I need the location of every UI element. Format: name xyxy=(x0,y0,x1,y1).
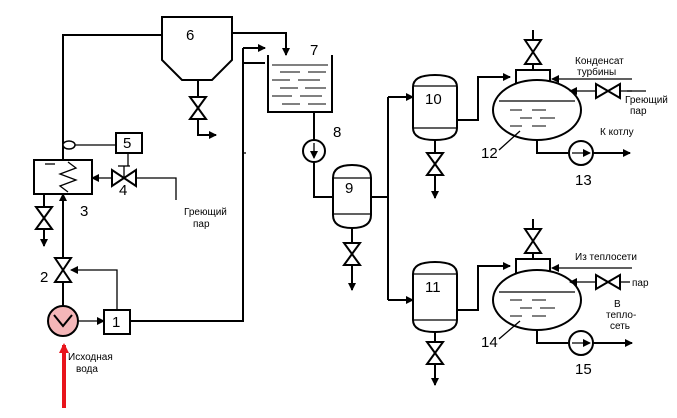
turbine-condensate-label-2: турбины xyxy=(577,66,616,78)
heater-drain-valve-icon xyxy=(34,206,54,230)
label-2: 2 xyxy=(40,269,48,286)
vessel-10 xyxy=(412,73,458,142)
steam-valve-14-icon xyxy=(595,273,621,291)
heating-steam-label-2: пар xyxy=(193,219,210,230)
deaerator-14 xyxy=(492,258,582,331)
label-3: 3 xyxy=(80,203,88,220)
regulator-5 xyxy=(115,132,143,154)
source-water-label-2: вода xyxy=(76,364,98,375)
pump-source-icon xyxy=(47,305,79,337)
label-13: 13 xyxy=(575,172,592,189)
label-10: 10 xyxy=(425,91,442,108)
to-network-label-3: сеть xyxy=(610,321,630,332)
heating-steam-top-label-2: пар xyxy=(630,106,647,117)
vessel-11 xyxy=(412,260,458,334)
label-9: 9 xyxy=(345,180,353,197)
heating-steam-label-1: Греющий xyxy=(184,207,227,218)
sensor-icon xyxy=(62,140,76,150)
vessel-10-valve-icon xyxy=(425,152,445,176)
label-12: 12 xyxy=(481,145,498,162)
pump-15-icon xyxy=(568,330,594,356)
label-6: 6 xyxy=(186,27,194,44)
source-water-label-1: Исходная xyxy=(68,352,113,363)
from-heating-network-label: Из теплосети xyxy=(575,252,637,263)
label-5: 5 xyxy=(123,135,131,152)
vessel-9 xyxy=(332,163,372,230)
to-network-label-1: В xyxy=(614,299,621,310)
label-11: 11 xyxy=(425,279,441,296)
label-4: 4 xyxy=(119,182,127,199)
to-boiler-label: К котлу xyxy=(600,127,634,138)
heating-steam-top-label-1: Греющий xyxy=(625,95,668,106)
vessel-11-valve-icon xyxy=(425,341,445,365)
tank-6-valve-icon xyxy=(188,96,208,120)
label-8: 8 xyxy=(333,124,341,141)
vessel-9-valve-icon xyxy=(342,242,362,266)
steam-bottom-label: пар xyxy=(632,278,649,289)
pump-13-icon xyxy=(568,140,594,166)
deaerator-12-vent-valve-icon xyxy=(523,39,543,65)
label-14: 14 xyxy=(481,334,498,351)
label-15: 15 xyxy=(575,361,592,378)
pump-8-icon xyxy=(302,139,326,163)
turbine-condensate-label-1: Конденсат xyxy=(575,56,624,67)
valve-4-icon xyxy=(111,165,137,188)
label-7: 7 xyxy=(310,42,318,59)
tank-6 xyxy=(161,16,233,81)
steam-valve-12-icon xyxy=(595,82,621,100)
deaerator-14-vent-valve-icon xyxy=(523,228,543,254)
heater-3 xyxy=(33,159,93,195)
to-network-label-2: тепло- xyxy=(606,310,636,321)
valve-2-icon xyxy=(53,257,73,283)
tank-7 xyxy=(267,55,333,113)
deaerator-12 xyxy=(492,69,582,141)
label-1: 1 xyxy=(112,314,120,331)
